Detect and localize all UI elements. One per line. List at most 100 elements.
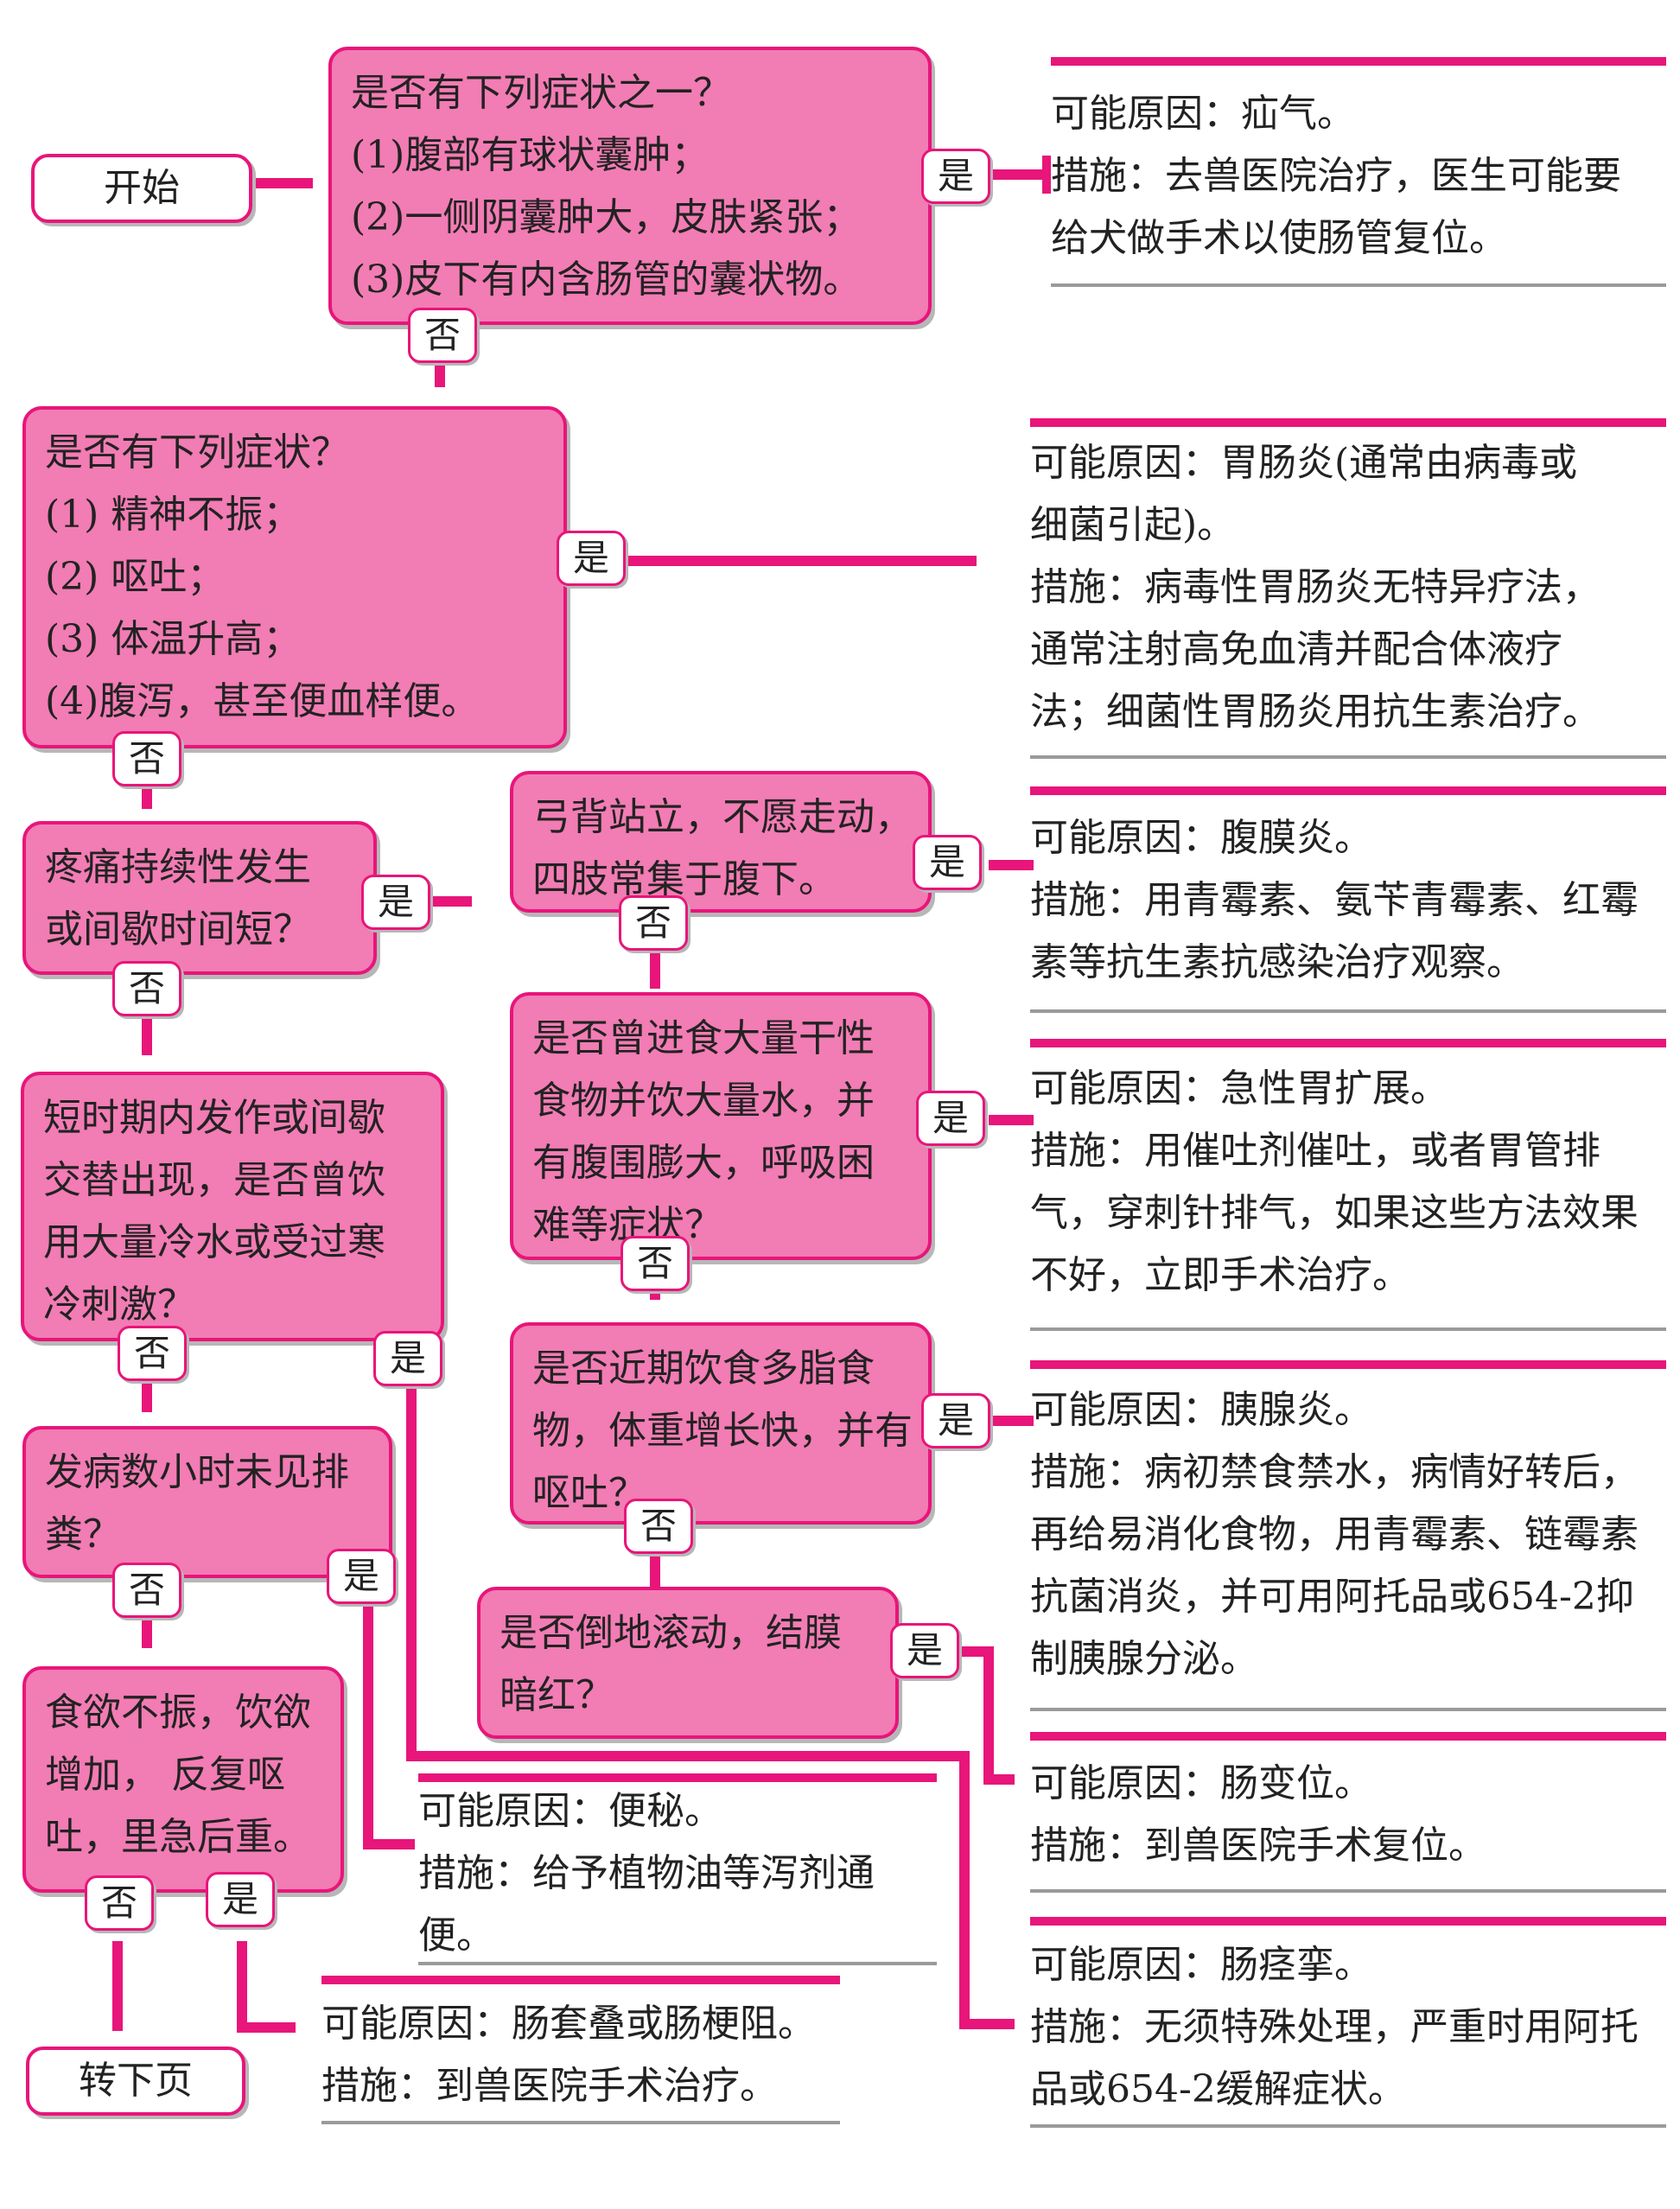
result-top-bar (321, 1976, 840, 1984)
result-line: 可能原因：急性胃扩展。 (1030, 1066, 1448, 1111)
question-line: (3) 体温升高； (45, 617, 302, 661)
result-hernia: 可能原因：疝气。 措施：去兽医院治疗，医生可能要 给犬做手术以使肠管复位。 (1051, 57, 1666, 287)
question-line: (3)皮下有内含肠管的囊状物。 (351, 258, 862, 302)
yes-tag: 是 (206, 1872, 275, 1927)
question-line: (4)腹泻，甚至便血样便。 (45, 679, 480, 723)
result-bottom-bar (1051, 283, 1666, 287)
no-tag: 否 (112, 1563, 181, 1618)
question-line: (1) 精神不振； (45, 493, 302, 537)
yes-tag: 是 (916, 1091, 985, 1146)
no-tag: 否 (112, 731, 181, 786)
question-line: 疼痛持续性发生 (45, 845, 311, 889)
result-bottom-bar (1030, 2124, 1666, 2128)
result-line: 措施：无须特殊处理，严重时用阿托 (1030, 2005, 1639, 2049)
result-top-bar (1051, 57, 1666, 66)
question-arched-back: 弓背站立，不愿走动， 四肢常集于腹下。 (510, 771, 932, 913)
result-line: 措施：病初禁食禁水，病情好转后， (1030, 1450, 1639, 1494)
result-line: 可能原因：胰腺炎。 (1030, 1388, 1372, 1432)
result-top-bar (1030, 1039, 1666, 1047)
question-continuous-pain: 疼痛持续性发生 或间歇时间短？ (22, 821, 377, 975)
question-line: 增加， 反复呕 (45, 1753, 285, 1797)
question-line: 有腹围膨大，呼吸困 (532, 1141, 875, 1185)
result-line: 可能原因：肠痉挛。 (1030, 1943, 1372, 1987)
yes-tag: 是 (557, 531, 626, 586)
question-line: 是否倒地滚动，结膜 (500, 1611, 842, 1655)
result-top-bar (1030, 418, 1666, 427)
result-line: 措施：到兽医院手术复位。 (1030, 1824, 1486, 1868)
result-bottom-bar (418, 1962, 937, 1965)
question-line: 交替出现，是否曾饮 (43, 1158, 385, 1202)
result-top-bar (418, 1773, 937, 1782)
result-line: 措施：去兽医院治疗，医生可能要 (1051, 154, 1621, 198)
result-gastroenteritis: 可能原因：胃肠炎(通常由病毒或 细菌引起)。 措施：病毒性胃肠炎无特异疗法， 通… (1030, 418, 1666, 759)
result-intussusception: 可能原因：肠套叠或肠梗阻。 措施：到兽医院手术治疗。 (321, 1976, 840, 2124)
result-line: 给犬做手术以使肠管复位。 (1051, 216, 1507, 260)
result-line: 措施：用青霉素、氨苄青霉素、红霉 (1030, 878, 1639, 922)
result-constipation: 可能原因：便秘。 措施：给予植物油等泻剂通 便。 (418, 1773, 937, 1965)
start-label: 开始 (104, 166, 180, 210)
result-line: 措施：给予植物油等泻剂通 (418, 1851, 875, 1895)
no-tag: 否 (620, 1236, 690, 1291)
result-line: 品或654-2缓解症状。 (1030, 2067, 1406, 2111)
result-intestinal-spasm: 可能原因：肠痉挛。 措施：无须特殊处理，严重时用阿托 品或654-2缓解症状。 (1030, 1917, 1666, 2128)
result-line: 可能原因：肠套叠或肠梗阻。 (321, 2002, 816, 2046)
question-line: 是否近期饮食多脂食 (532, 1346, 875, 1391)
result-top-bar (1030, 1360, 1666, 1369)
result-line: 措施：到兽医院手术治疗。 (321, 2064, 778, 2108)
result-intestinal-displacement: 可能原因：肠变位。 措施：到兽医院手术复位。 (1030, 1732, 1666, 1893)
result-line: 抗菌消炎，并可用阿托品或654-2抑 (1030, 1575, 1634, 1619)
question-line: 用大量冷水或受过寒 (43, 1220, 385, 1264)
next-page-label: 转下页 (79, 2059, 193, 2103)
yes-tag: 是 (921, 149, 990, 204)
question-line: 或间歇时间短？ (45, 907, 311, 952)
question-rolling-on-ground: 是否倒地滚动，结膜 暗红？ (477, 1587, 899, 1739)
start-node[interactable]: 开始 (31, 154, 252, 223)
result-line: 通常注射高免血清并配合体液疗 (1030, 627, 1562, 672)
result-top-bar (1030, 786, 1666, 795)
result-line: 可能原因：便秘。 (418, 1789, 722, 1833)
question-line: 是否有下列症状之一？ (351, 71, 731, 115)
result-line: 便。 (418, 1913, 494, 1958)
result-bottom-bar (1030, 1327, 1666, 1331)
result-top-bar (1030, 1732, 1666, 1741)
result-line: 措施：用催吐剂催吐，或者胃管排 (1030, 1129, 1600, 1173)
question-line: 四肢常集于腹下。 (532, 857, 837, 901)
no-tag: 否 (118, 1326, 187, 1381)
result-bottom-bar (1030, 755, 1666, 759)
yes-tag: 是 (921, 1393, 990, 1448)
result-line: 可能原因：胃肠炎(通常由病毒或 (1030, 441, 1578, 485)
question-line: 是否有下列症状？ (45, 430, 349, 474)
question-line: 粪？ (45, 1512, 121, 1556)
result-line: 气，穿刺针排气，如果这些方法效果 (1030, 1191, 1639, 1235)
result-line: 法；细菌性胃肠炎用抗生素治疗。 (1030, 690, 1600, 734)
question-line: 吐，里急后重。 (45, 1815, 311, 1859)
result-bottom-bar (321, 2121, 840, 2124)
result-line: 素等抗生素抗感染治疗观察。 (1030, 940, 1524, 984)
question-line: 发病数小时未见排 (45, 1450, 349, 1494)
result-bottom-bar (1030, 1889, 1666, 1893)
yes-tag: 是 (373, 1331, 442, 1386)
no-tag: 否 (85, 1875, 154, 1931)
no-tag: 否 (624, 1499, 693, 1554)
result-line: 细菌引起)。 (1030, 503, 1236, 547)
result-top-bar (1030, 1917, 1666, 1926)
result-pancreatitis: 可能原因：胰腺炎。 措施：病初禁食禁水，病情好转后， 再给易消化食物，用青霉素、… (1030, 1360, 1666, 1711)
question-line: (2) 呕吐； (45, 555, 226, 599)
result-line: 再给易消化食物，用青霉素、链霉素 (1030, 1512, 1639, 1556)
question-line: 呕吐？ (532, 1471, 646, 1515)
question-line: (2)一侧阴囊肿大，皮肤紧张； (351, 195, 862, 239)
question-line: 难等症状？ (532, 1203, 722, 1247)
result-line: 可能原因：肠变位。 (1030, 1761, 1372, 1805)
result-line: 制胰腺分泌。 (1030, 1637, 1258, 1681)
result-line: 不好，立即手术治疗。 (1030, 1253, 1410, 1297)
question-cold-water: 短时期内发作或间歇 交替出现，是否曾饮 用大量冷水或受过寒 冷刺激？ (21, 1072, 444, 1341)
question-fatty-food: 是否近期饮食多脂食 物，体重增长快，并有 呕吐？ (510, 1322, 932, 1525)
result-line: 可能原因：疝气。 (1051, 92, 1355, 136)
question-line: 物，体重增长快，并有 (532, 1409, 913, 1453)
result-peritonitis: 可能原因：腹膜炎。 措施：用青霉素、氨苄青霉素、红霉 素等抗生素抗感染治疗观察。 (1030, 786, 1666, 1013)
result-bottom-bar (1030, 1009, 1666, 1013)
question-line: 食欲不振，饮欲 (45, 1690, 311, 1735)
question-appetite-vomiting: 食欲不振，饮欲 增加， 反复呕 吐，里急后重。 (22, 1666, 344, 1893)
next-page-node[interactable]: 转下页 (26, 2047, 245, 2116)
